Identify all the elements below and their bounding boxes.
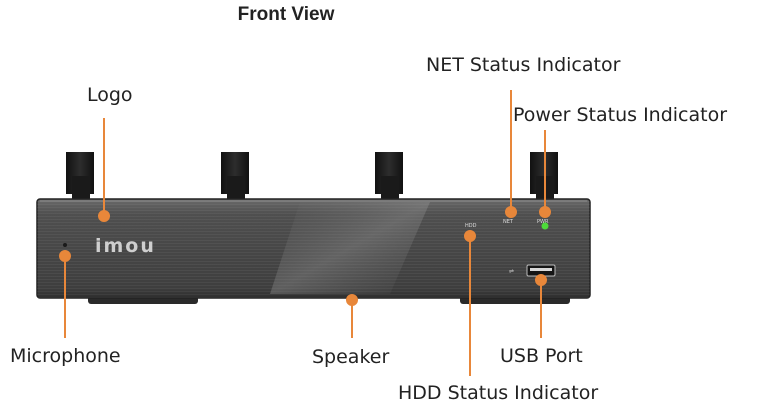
device-logo: imou [95, 235, 156, 257]
microphone-hole [63, 243, 67, 247]
antenna [66, 152, 94, 200]
callout-label-power-status: Power Status Indicator [513, 104, 728, 126]
hdd-indicator-mark: HDD [465, 223, 477, 229]
antenna [375, 152, 403, 200]
callout-dot-logo [98, 210, 110, 222]
callout-dot-power [539, 206, 551, 218]
pwr-indicator-mark: PWR [537, 219, 549, 225]
callout-dot-net [505, 206, 517, 218]
callout-label-hdd-status: HDD Status Indicator [398, 382, 599, 404]
callout-dot-hdd [464, 230, 476, 242]
callout-label-microphone: Microphone [10, 345, 121, 367]
callout-label-logo: Logo [87, 84, 133, 106]
callout-label-usb-port: USB Port [500, 345, 583, 367]
callout-dot-microphone [59, 250, 71, 262]
antenna [221, 152, 249, 200]
diagram-title: Front View [237, 4, 335, 25]
callout-dot-usb [535, 274, 547, 286]
svg-text:⇌: ⇌ [509, 268, 514, 275]
callout-dot-speaker [346, 294, 358, 306]
callout-label-net-status: NET Status Indicator [426, 54, 621, 76]
power-led-icon [541, 222, 549, 230]
usb-port-icon: ⇌ [509, 264, 556, 277]
callout-label-speaker: Speaker [312, 346, 390, 368]
net-indicator-mark: NET [503, 219, 514, 225]
